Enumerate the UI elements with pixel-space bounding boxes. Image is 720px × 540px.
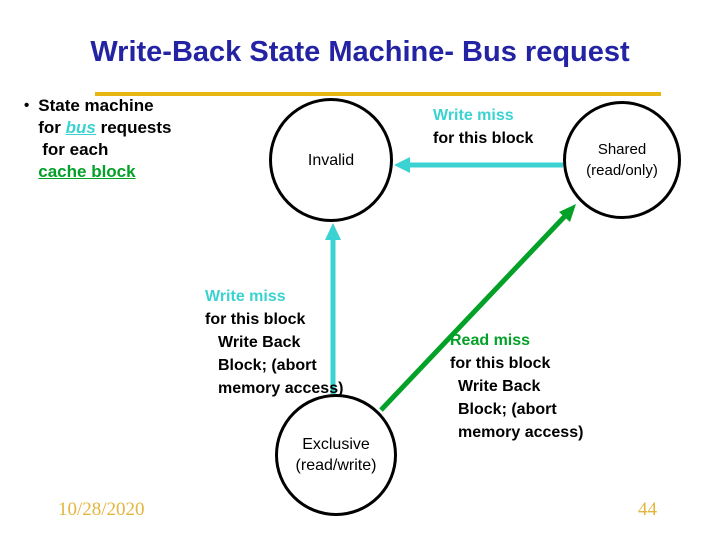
bullet-line-2: for bus requests — [38, 117, 171, 139]
state-shared-label-line1: Shared — [597, 141, 647, 158]
state-shared-label-line2: (read/only) — [586, 162, 658, 179]
bullet-line2-suffix: requests — [95, 118, 172, 137]
label-read-action-line3: memory access) — [458, 424, 584, 441]
label-top-event: Write miss — [433, 107, 514, 124]
state-invalid: Invalid — [269, 98, 393, 222]
label-left-condition: for this block — [205, 311, 306, 328]
label-read-miss-exclusive-to-shared: Read miss for this block Write Back Bloc… — [450, 329, 583, 444]
bullet-text: State machine for bus requests for each … — [38, 95, 171, 183]
bullet-marker: • — [24, 97, 30, 114]
arrow-exclusive-to-invalid-head — [325, 223, 341, 240]
state-invalid-label: Invalid — [307, 151, 355, 169]
label-left-action-line2: Block; (abort — [218, 357, 317, 374]
label-read-action-line2: Block; (abort — [458, 401, 557, 418]
state-shared: Shared (read/only) — [563, 101, 681, 219]
slide-page-number: 44 — [638, 499, 657, 520]
slide-date: 10/28/2020 — [58, 499, 145, 520]
state-exclusive-label-line2: (read/write) — [295, 457, 377, 474]
cache-block-hyperlink[interactable]: cache block — [38, 162, 136, 181]
label-read-condition: for this block — [450, 355, 551, 372]
label-left-action-line1: Write Back — [218, 334, 301, 351]
state-exclusive: Exclusive (read/write) — [275, 394, 397, 516]
arrow-exclusive-to-shared-head — [559, 204, 576, 222]
slide-title: Write-Back State Machine- Bus request — [90, 36, 630, 68]
bus-hyperlink[interactable]: bus — [65, 118, 96, 137]
arrow-shared-to-invalid-head — [394, 157, 410, 173]
label-write-miss-exclusive-to-invalid: Write miss for this block Write Back Blo… — [205, 285, 343, 400]
state-exclusive-label-line1: Exclusive — [302, 436, 370, 453]
bullet-block: • State machine for bus requests for eac… — [24, 95, 234, 183]
label-left-event: Write miss — [205, 288, 286, 305]
bullet-line-1: State machine — [38, 96, 154, 115]
label-read-event: Read miss — [450, 332, 531, 349]
label-write-miss-shared-to-invalid: Write miss for this block — [433, 104, 533, 150]
bullet-line-3: for each — [42, 140, 109, 159]
label-read-action-line1: Write Back — [458, 378, 541, 395]
bullet-line2-prefix: for — [38, 118, 66, 137]
title-underline-rule — [95, 92, 661, 96]
label-left-action-line3: memory access) — [218, 380, 344, 397]
label-top-condition: for this block — [433, 130, 534, 147]
